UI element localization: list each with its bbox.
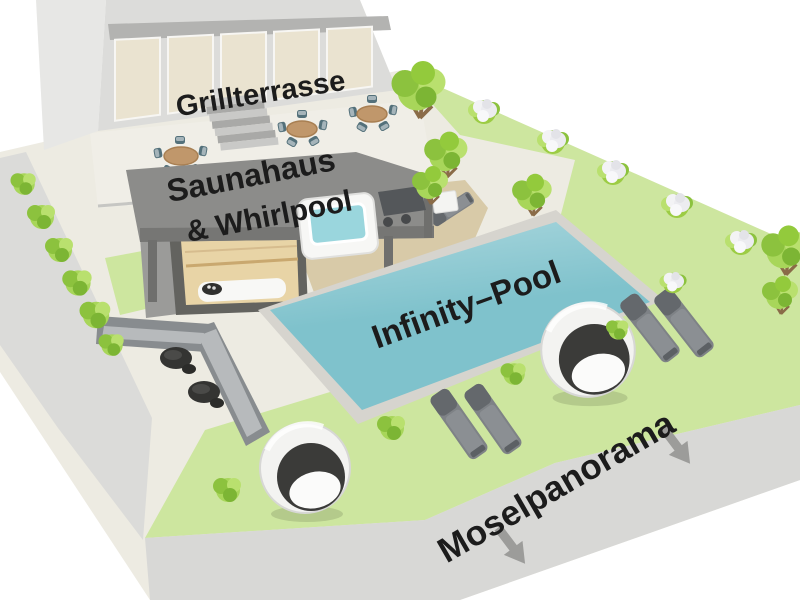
dining-table — [163, 146, 199, 166]
window — [220, 31, 267, 108]
stair-step — [203, 93, 262, 108]
sofa-seat — [102, 326, 204, 344]
building-banner — [108, 16, 391, 40]
building — [36, 0, 397, 150]
dining-set — [153, 136, 208, 176]
window — [326, 25, 373, 94]
sauna-bench-slat — [185, 257, 299, 268]
bar-stool — [401, 214, 411, 224]
sofa-seat — [198, 329, 262, 437]
bar-stool — [383, 217, 393, 227]
stair-step — [211, 115, 271, 129]
whirlpool — [297, 192, 379, 260]
pergola-post — [424, 182, 432, 238]
dining-chair — [297, 110, 307, 118]
dining-table — [356, 105, 388, 123]
stair-step — [209, 108, 268, 122]
building-side-wall — [36, 0, 106, 150]
stairs — [203, 93, 279, 151]
bar-table — [378, 186, 426, 216]
sauna-stone-bowl — [202, 283, 222, 295]
pergola-post — [148, 240, 157, 302]
dining-chair — [367, 95, 377, 103]
sauna-stone — [207, 285, 211, 289]
dining-set — [348, 95, 398, 133]
edge-band — [145, 405, 800, 600]
stair-step — [214, 122, 274, 137]
whirlpool-water — [307, 202, 369, 246]
dining-table — [286, 120, 318, 138]
stair-step — [217, 129, 276, 144]
window — [114, 36, 161, 122]
lounge-sofa — [96, 316, 270, 446]
side-path — [0, 152, 152, 540]
dining-set — [277, 110, 328, 148]
sauna-towel-bed — [197, 278, 287, 302]
infinity-pool — [258, 210, 664, 424]
dining-chair — [175, 136, 185, 144]
stair-step — [206, 100, 265, 115]
window-row — [114, 25, 373, 122]
stair-step — [220, 137, 279, 151]
sauna-stone — [212, 286, 216, 290]
pool-water-sheen — [270, 222, 650, 410]
sauna-bench-slat — [184, 245, 298, 253]
window — [273, 28, 320, 101]
